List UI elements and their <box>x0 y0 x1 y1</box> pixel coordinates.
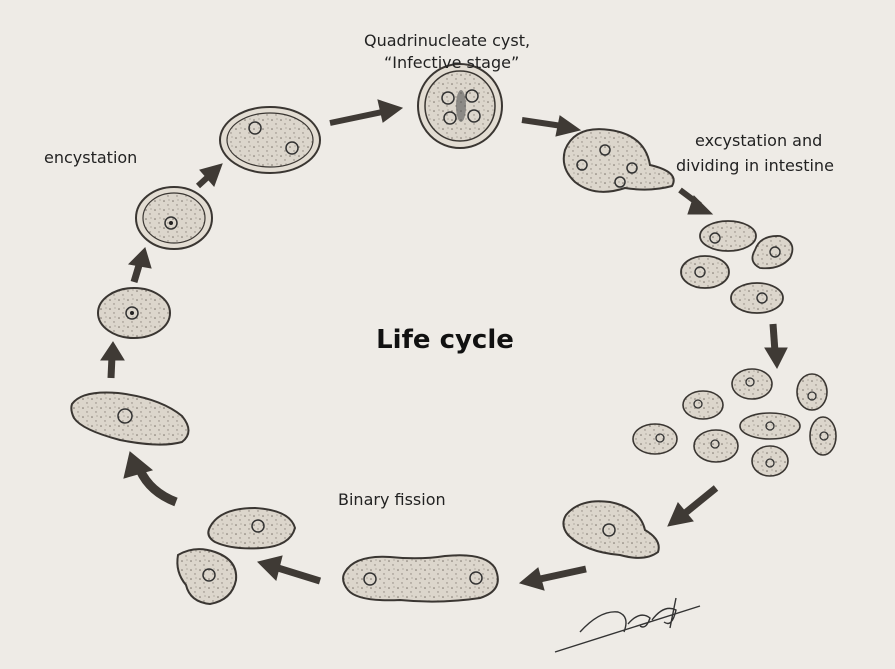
arrow-up-2 <box>127 247 152 284</box>
excystation-label: excystation and <box>695 131 823 150</box>
uninucleate-cyst <box>135 186 213 250</box>
arrow-up-3 <box>195 163 223 189</box>
trophozoite-right <box>562 500 660 559</box>
trophozoite-left <box>70 391 190 446</box>
excystation-sublabel: dividing in intestine <box>676 156 834 175</box>
cyst-sublabel: “Infective stage” <box>384 53 520 72</box>
cycle-arrows <box>100 99 788 591</box>
dividing-trophozoites-group <box>632 368 837 477</box>
daughter-cells <box>176 506 297 606</box>
immature-cyst <box>219 106 321 174</box>
arrow-up-1 <box>100 341 125 379</box>
arrow-excystation-down <box>678 187 714 215</box>
arrow-to-trophozoite <box>667 485 719 527</box>
quadrinucleate-cyst <box>417 63 503 149</box>
precyst-stage <box>97 287 171 339</box>
arrow-infective-to-excystation <box>521 115 582 137</box>
binary-fission-cell <box>342 554 499 603</box>
arrow-to-binary-fission <box>518 565 587 591</box>
cyst-label: Quadrinucleate cyst, <box>364 31 531 50</box>
excysting-amoeba <box>562 128 675 193</box>
arrow-group-down <box>764 323 788 370</box>
arrow-to-daughter-cells <box>257 555 322 585</box>
binary-fission-label: Binary fission <box>338 490 446 509</box>
arrow-cyst-to-infective <box>329 99 404 126</box>
diagram-title: Life cycle <box>376 325 514 355</box>
signature <box>554 597 701 653</box>
arrow-up-left <box>123 451 178 507</box>
encystation-label: encystation <box>44 148 138 167</box>
small-trophozoites-group <box>680 220 794 314</box>
